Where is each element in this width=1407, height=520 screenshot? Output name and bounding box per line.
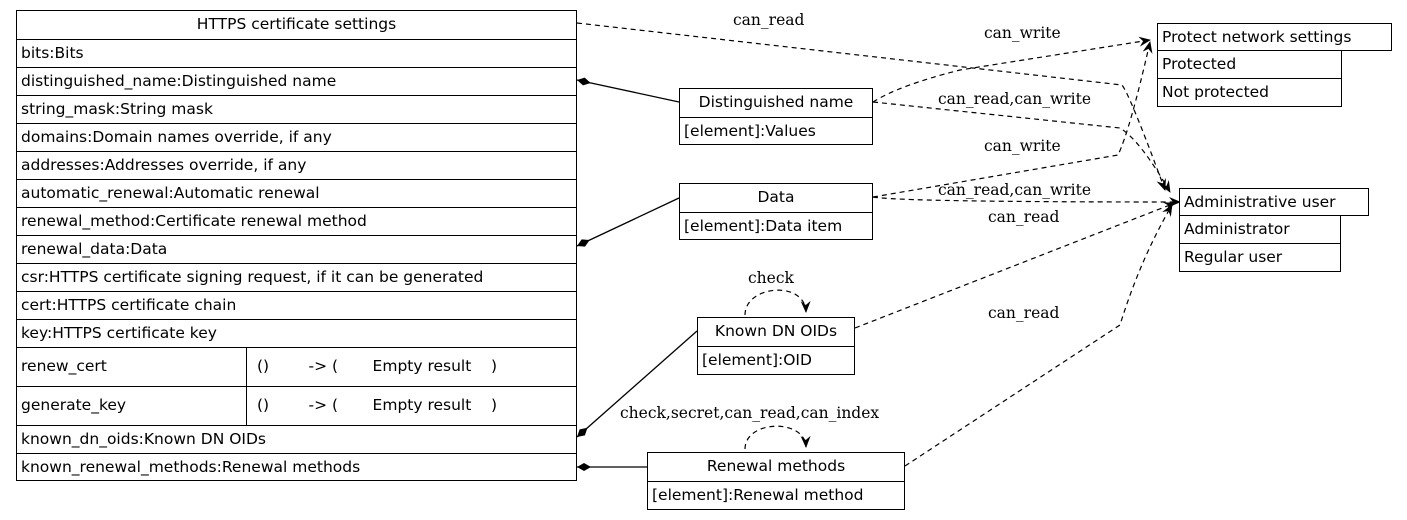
method-name: renew_cert <box>17 348 247 386</box>
label-renewal-admin: can_read <box>988 304 1059 322</box>
attribute-row: key:HTTPS certificate key <box>17 319 576 347</box>
class-distinguished-name[interactable]: Distinguished name [element]:Values <box>679 88 873 145</box>
class-data[interactable]: Data [element]:Data item <box>679 183 873 240</box>
composition-edges <box>576 77 698 471</box>
edge-dn-admin <box>872 101 1171 193</box>
class-https-certificate-settings[interactable]: HTTPS certificate settings bits:Bits dis… <box>16 10 577 481</box>
edge-labels: can_read can_write can_read,can_write ca… <box>620 11 1091 422</box>
edge-known-dn-oids <box>576 330 698 438</box>
edge-dn-protect <box>872 36 1151 103</box>
method-row: renew_cert () -> ( Empty result ) <box>17 347 576 386</box>
edge-main-admin <box>576 22 1166 191</box>
class-row: [element]:Data item <box>680 212 872 240</box>
edge-distinguished-name <box>576 77 680 103</box>
attribute-row: bits:Bits <box>17 39 576 67</box>
class-row: [element]:OID <box>698 346 854 374</box>
edge-renewal-self <box>744 425 811 450</box>
edge-oids-admin <box>854 202 1176 329</box>
method-signature: () -> ( Empty result ) <box>257 396 498 414</box>
edge-renewal-admin <box>904 204 1173 467</box>
class-title: Known DN OIDs <box>714 322 838 340</box>
label-oids-self: check <box>748 269 795 287</box>
class-row: Regular user <box>1179 244 1341 272</box>
edge-data-admin <box>872 196 1181 207</box>
edge-renewal-data <box>576 197 680 247</box>
class-title: Distinguished name <box>698 93 854 111</box>
label-dn-protect: can_write <box>984 24 1061 42</box>
class-administrative-user[interactable]: Administrative user Administrator Regula… <box>1179 188 1369 274</box>
method-row: generate_key () -> ( Empty result ) <box>17 386 576 425</box>
class-title: Data <box>757 188 795 206</box>
attribute-row: renewal_data:Data <box>17 235 576 263</box>
attribute-row: addresses:Addresses override, if any <box>17 151 576 179</box>
label-data-protect: can_write <box>984 137 1061 155</box>
class-row: [element]:Renewal method <box>648 481 904 509</box>
edge-data-protect <box>872 41 1153 198</box>
attribute-row: renewal_method:Certificate renewal metho… <box>17 207 576 235</box>
method-name: generate_key <box>17 387 247 425</box>
attribute-row: automatic_renewal:Automatic renewal <box>17 179 576 207</box>
class-row: Not protected <box>1157 79 1342 107</box>
class-title: HTTPS certificate settings <box>196 15 397 33</box>
class-known-dn-oids[interactable]: Known DN OIDs [element]:OID <box>697 317 855 375</box>
method-signature: () -> ( Empty result ) <box>257 357 498 375</box>
label-dn-admin: can_read,can_write <box>938 90 1091 108</box>
label-oids-admin: can_read <box>988 208 1059 226</box>
label-renewal-self: check,secret,can_read,can_index <box>620 404 879 422</box>
class-title: Renewal methods <box>706 457 846 475</box>
label-data-admin: can_read,can_write <box>938 181 1091 199</box>
dependency-edges <box>576 22 1181 467</box>
attribute-row: known_dn_oids:Known DN OIDs <box>17 425 576 453</box>
class-protect-network-settings[interactable]: Protect network settings Protected Not p… <box>1157 23 1392 109</box>
attribute-row: known_renewal_methods:Renewal methods <box>17 453 576 481</box>
edge-oids-self <box>744 289 811 316</box>
class-renewal-methods[interactable]: Renewal methods [element]:Renewal method <box>647 452 905 510</box>
class-title: Administrative user <box>1179 188 1369 216</box>
attribute-row: string_mask:String mask <box>17 95 576 123</box>
class-title: Protect network settings <box>1157 23 1392 51</box>
attribute-row: distinguished_name:Distinguished name <box>17 67 576 95</box>
class-row: Administrator <box>1179 216 1341 244</box>
class-row: [element]:Values <box>680 117 872 145</box>
label-main-admin: can_read <box>733 11 804 29</box>
attribute-row: domains:Domain names override, if any <box>17 123 576 151</box>
attribute-row: csr:HTTPS certificate signing request, i… <box>17 263 576 291</box>
attribute-row: cert:HTTPS certificate chain <box>17 291 576 319</box>
class-row: Protected <box>1157 51 1342 79</box>
